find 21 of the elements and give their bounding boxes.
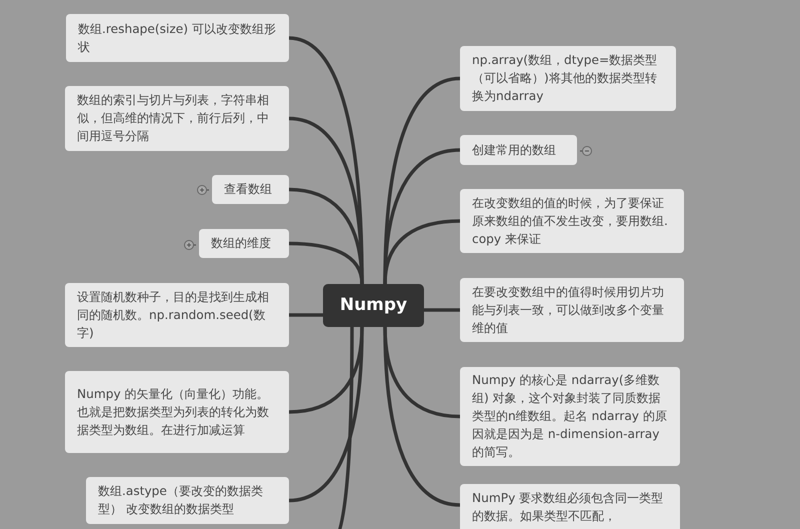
topic-box: 在要改变数组中的值得时候用切片功能与列表一致，可以做到改多个变量维的值 [460,278,684,342]
topic-box: 数组的索引与切片与列表，字符串相似，但高维的情况下，前行后列，中间用逗号分隔 [65,86,289,151]
topic-box: np.array(数组，dtype=数据类型（可以省略）)将其他的数据类型转换为ndarray [460,46,676,111]
branch-line [383,219,462,286]
topic-box: 查看数组 [212,175,289,204]
topic-box: 创建常用的数组 [460,135,577,165]
topic-box: 设置随机数种子，目的是找到生成相同的随机数。np.random.seed(数字) [65,283,289,347]
topic-box: 在改变数组的值的时候，为了要保证原来数组的值不发生改变，要用数组.copy 来保证 [460,189,684,253]
branch-line [287,313,325,317]
branch-line [383,148,462,286]
branch-line [383,325,462,507]
central-topic: Numpy [323,284,424,327]
topic-box: Numpy 的核心是 ndarray(多维数组) 对象，这个对象封装了同质数据类型的n维数组。起名 ndarray 的原因就是因为是 n-dimension-array 的简写。 [460,367,680,466]
branch-line [287,325,364,502]
topic-box: Numpy 的矢量化（向量化）功能。也就是把数据类型为列表的转化为数据类型为数组。在进行加减运算 [65,371,289,453]
topic-box: NumPy 要求数组必须包含同一类型的数据。如果类型不匹配， [460,484,680,529]
topic-box: 数组.astype（要改变的数据类型） 改变数组的数据类型 [86,477,289,524]
topic-box: 数组.reshape(size) 可以改变数组形状 [66,14,289,62]
topic-box: 数组的维度 [199,229,289,258]
branch-line [287,242,364,286]
branch-line [422,308,462,312]
